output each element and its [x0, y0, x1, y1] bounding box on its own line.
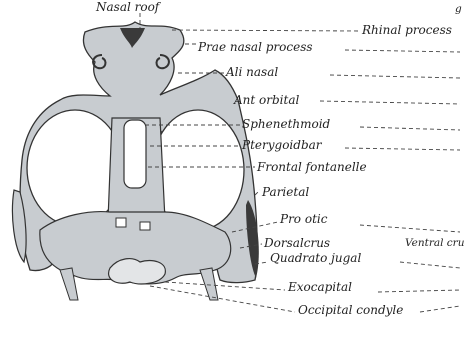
small-foramen-left: [116, 218, 126, 227]
label-sphenethmoid: Sphenethmoid: [242, 118, 330, 130]
right-lower-process: [200, 268, 218, 300]
label-exoccipital: Exocapital: [288, 281, 352, 293]
label-ventral-crus: Ventral cru: [405, 238, 464, 249]
label-ant-orbital: Ant orbital: [234, 94, 299, 106]
label-parietal: Parietal: [262, 186, 309, 198]
label-frontal-fontanelle: Frontal fontanelle: [257, 161, 367, 173]
small-foramen-right: [140, 222, 150, 230]
label-pro-otic: Pro otic: [280, 213, 327, 225]
frontal-fontanelle: [124, 120, 146, 188]
label-corner-mark: g: [455, 4, 462, 15]
label-rhinal-process: Rhinal process: [362, 24, 452, 36]
label-prae-nasal-process: Prae nasal process: [198, 41, 313, 53]
label-pterygoidbar: Pterygoidbar: [242, 139, 322, 151]
label-quadrato-jugal: Quadrato jugal: [270, 252, 361, 264]
label-nasal-roof: Nasal roof: [96, 1, 159, 13]
label-ali-nasal: Ali nasal: [226, 66, 278, 78]
label-occipital-condyle: Occipital condyle: [298, 304, 403, 316]
label-dorsal-crus: Dorsalcrus: [264, 237, 330, 249]
occipital-condyles: [109, 259, 166, 284]
